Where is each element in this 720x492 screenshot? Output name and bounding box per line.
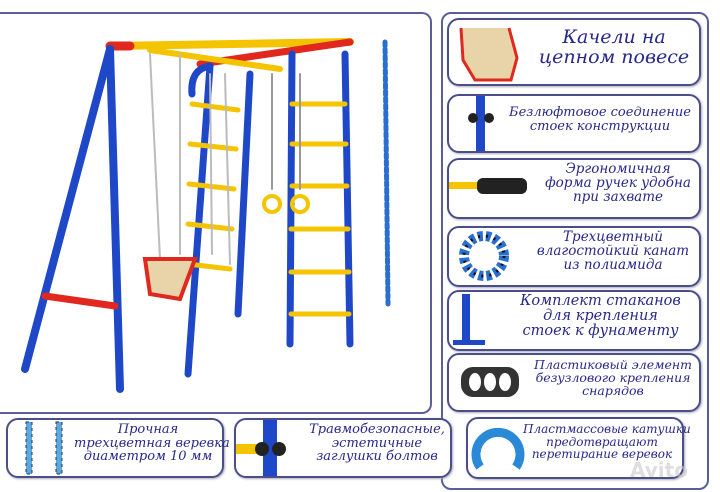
feature-text: для крепления xyxy=(543,308,658,325)
feature-text: при захвате xyxy=(572,189,664,206)
feature-text: Эргономичная xyxy=(565,161,671,177)
feature-text: Качели на xyxy=(562,26,666,48)
feature-text: Трехцветный xyxy=(563,229,663,245)
bolt-cap-icon xyxy=(236,420,286,476)
feature-text: эстетичные xyxy=(331,435,423,451)
feature-text: Пластмассовые катушки xyxy=(523,422,691,436)
feature-text: Пластиковый элемент xyxy=(534,357,692,372)
handle-icon xyxy=(449,178,527,194)
feature-text: безузлового крепления xyxy=(535,370,691,386)
feature-text: Прочная xyxy=(117,422,179,437)
feature-text: предотвращают xyxy=(546,434,658,449)
feature-text: форма ручек удобна xyxy=(545,175,691,192)
feature-text: Безлюфтовое соединение xyxy=(509,105,691,120)
feature-text: влагостойкий канат xyxy=(536,243,690,260)
rope-coil-icon xyxy=(459,231,509,281)
feature-text: перетирание веревок xyxy=(531,447,673,462)
feature-text: Травмобезопасные, xyxy=(309,422,445,437)
feature-text: цепном повесе xyxy=(538,45,690,68)
feature-text: стоек к фунаменту xyxy=(522,323,679,340)
feature-text: заглушки болтов xyxy=(316,449,438,465)
product-image-panel xyxy=(0,12,432,414)
feature-text: диаметром 10 мм xyxy=(83,449,213,465)
plastic-connector-icon xyxy=(461,367,519,397)
feature-text: стоек конструкции xyxy=(529,118,671,134)
feature-text: Комплект стаканов xyxy=(520,293,681,309)
cord-icon xyxy=(25,421,63,475)
feature-text: снарядов xyxy=(582,383,644,399)
swing-seat-icon xyxy=(459,27,519,82)
spool-icon xyxy=(471,427,525,470)
mounting-cup-icon xyxy=(453,294,485,345)
pole-joint-icon xyxy=(468,96,494,151)
feature-text: трехцветная веревка xyxy=(74,435,230,451)
avito-watermark: Avito xyxy=(630,458,688,482)
feature-text: из полиамида xyxy=(563,257,663,274)
playground-illustration xyxy=(21,38,391,393)
